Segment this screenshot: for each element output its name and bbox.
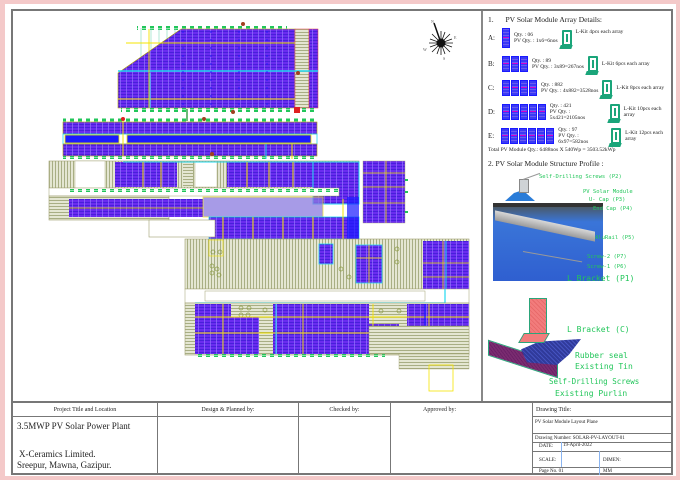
l-kit-icon bbox=[587, 56, 598, 72]
heading-text: PV Solar Module Array Details: bbox=[505, 15, 603, 24]
array-letter: C: bbox=[488, 84, 495, 92]
dimen-value: MM bbox=[603, 469, 612, 474]
array-quantities: Qty. : 882 PV Qty. : 4x882=3528nos bbox=[541, 82, 599, 94]
project-title-header: Project Title and Location bbox=[13, 403, 157, 417]
roof-block-5 bbox=[184, 238, 470, 304]
svg-text:E: E bbox=[454, 35, 457, 40]
heading-number: 1. bbox=[488, 15, 494, 24]
module-array-icon bbox=[501, 128, 555, 144]
l-kit-icon bbox=[611, 128, 622, 144]
roof-block-6 bbox=[184, 302, 470, 392]
label-u-cap-p3: U- Cap (P3) bbox=[589, 197, 626, 203]
roof-tin-icon bbox=[505, 191, 535, 201]
module-array-icon bbox=[502, 56, 528, 72]
array-row-e: E: Qty. : 97 PV Qty. : 6x97=582nos L-Kit… bbox=[488, 125, 673, 147]
array-quantities: Qty. : 89 PV Qty. : 3x89=267nos bbox=[532, 58, 584, 70]
module-array-icon bbox=[502, 80, 537, 96]
l-bracket-c-icon bbox=[529, 298, 547, 336]
label-self-drilling-screws: Self-Drilling Screws bbox=[549, 377, 640, 386]
combiner-box-icon bbox=[294, 107, 300, 113]
array-row-a: A: Qty. : 06 PV Qty. : 1x6=6nos L-Kit 4p… bbox=[488, 27, 623, 49]
date-label: DATE: bbox=[539, 444, 554, 449]
approved-by-header: Approved by: bbox=[423, 407, 457, 413]
label-l-bracket-c: L Bracket (C) bbox=[567, 325, 630, 334]
date-value: 19-April-2022 bbox=[563, 443, 592, 448]
svg-text:N: N bbox=[431, 19, 434, 24]
scale-label: SCALE: bbox=[539, 458, 557, 463]
project-location: Sreepur, Mawna, Gazipur. bbox=[17, 460, 112, 470]
roof-block-4 bbox=[48, 195, 360, 240]
project-name: 3.5MWP PV Solar Power Plant bbox=[17, 421, 131, 431]
project-title-cell: Project Title and Location 3.5MWP PV Sol… bbox=[13, 403, 158, 475]
drawing-info-cell: Drawing Title: PV Solar Module Layout Pl… bbox=[533, 403, 673, 475]
l-kit-icon bbox=[561, 30, 572, 46]
approved-by-cell: Approved by: bbox=[391, 403, 533, 475]
total-module-qty: Total PV Module Qty.: 6488nos X 540Wp = … bbox=[488, 147, 616, 153]
label-screw-1-p6: Screw-1 (P6) bbox=[587, 264, 627, 270]
array-letter: A: bbox=[488, 34, 495, 42]
array-quantities: Qty. : 421 PV Qty. : 5x421=2105nos bbox=[549, 103, 586, 121]
label-self-drilling-screws-p2: Self-Drilling Screws (P2) bbox=[539, 174, 622, 180]
designed-by-header: Design & Planned by: bbox=[158, 403, 298, 417]
title-block-divider bbox=[13, 401, 673, 403]
pv-layout-svg: N E S W bbox=[48, 19, 470, 392]
l-kit-label: L-Kit 8pcs each array bbox=[616, 85, 665, 91]
drawing-title: PV Solar Module Layout Plane bbox=[535, 420, 598, 425]
array-letter: D: bbox=[488, 108, 495, 116]
l-kit-icon bbox=[609, 104, 620, 120]
drawing-number: Drawing Number: SOLAR-PV-LAYOUT-01 bbox=[535, 436, 625, 441]
svg-text:S: S bbox=[443, 56, 445, 61]
layout-plan-drawing: N E S W bbox=[13, 11, 475, 401]
l-kit-label: L-Kit 6pcs each array bbox=[601, 61, 650, 67]
dimen-label: DIMEN: bbox=[603, 458, 621, 463]
roof-block-top bbox=[117, 22, 319, 121]
label-screw-2-p7: Screw-2 (P7) bbox=[587, 254, 627, 260]
l-kit-icon bbox=[602, 80, 613, 96]
structure-profile-heading: 2. PV Solar Module Structure Profile : bbox=[488, 159, 604, 168]
page-number: Page No. 01 bbox=[539, 469, 564, 474]
module-array-icon bbox=[502, 28, 510, 48]
label-alurail-p5: AluRail (P5) bbox=[595, 235, 635, 241]
checked-by-header: Checked by: bbox=[299, 403, 390, 417]
company-name: X-Ceramics Limited. bbox=[19, 449, 96, 459]
l-kit-label: L-Kit 4pcs each array bbox=[575, 29, 624, 35]
drawing-frame: N E S W bbox=[11, 9, 673, 475]
roof-block-3 bbox=[48, 160, 408, 224]
label-l-bracket-p1: L Bracket (P1) bbox=[567, 274, 635, 283]
label-existing-purlin: Existing Purlin bbox=[555, 389, 628, 398]
label-rubber-seal: Rubber seal bbox=[575, 351, 628, 360]
array-letter: E: bbox=[488, 132, 495, 140]
array-row-c: C: Qty. : 882 PV Qty. : 4x882=3528nos L-… bbox=[488, 77, 664, 99]
label-existing-tin: Existing Tin bbox=[575, 362, 633, 371]
label-pv-solar-module: PV Solar Module bbox=[583, 189, 633, 195]
roof-block-2 bbox=[62, 117, 318, 159]
module-array-icon bbox=[501, 104, 546, 120]
array-details-heading: 1. PV Solar Module Array Details: bbox=[488, 15, 602, 24]
array-letter: B: bbox=[488, 60, 495, 68]
designed-by-cell: Design & Planned by: bbox=[158, 403, 299, 475]
l-bracket-icon bbox=[519, 179, 529, 193]
panel-divider bbox=[481, 11, 483, 401]
checked-by-cell: Checked by: bbox=[299, 403, 391, 475]
array-row-b: B: Qty. : 89 PV Qty. : 3x89=267nos L-Kit… bbox=[488, 53, 650, 75]
l-kit-label: L-Kit 10pcs each array bbox=[623, 106, 662, 118]
array-quantities: Qty. : 06 PV Qty. : 1x6=6nos bbox=[514, 32, 558, 44]
array-row-d: D: Qty. : 421 PV Qty. : 5x421=2105nos L-… bbox=[488, 101, 673, 123]
svg-text:W: W bbox=[423, 47, 427, 52]
drawing-title-header: Drawing Title: bbox=[533, 403, 673, 417]
north-arrow-icon: N E S W bbox=[423, 19, 457, 61]
label-end-cap-p4: End Cap (P4) bbox=[593, 206, 633, 212]
title-block: Project Title and Location 3.5MWP PV Sol… bbox=[13, 403, 673, 475]
drawing-sheet: N E S W bbox=[5, 4, 676, 476]
inverter-icon bbox=[241, 22, 245, 26]
array-quantities: Qty. : 97 PV Qty. : 6x97=582nos bbox=[558, 127, 589, 145]
l-kit-label: L-Kit 12pcs each array bbox=[625, 130, 663, 142]
details-panel: 1. PV Solar Module Array Details: A: Qty… bbox=[483, 11, 673, 401]
